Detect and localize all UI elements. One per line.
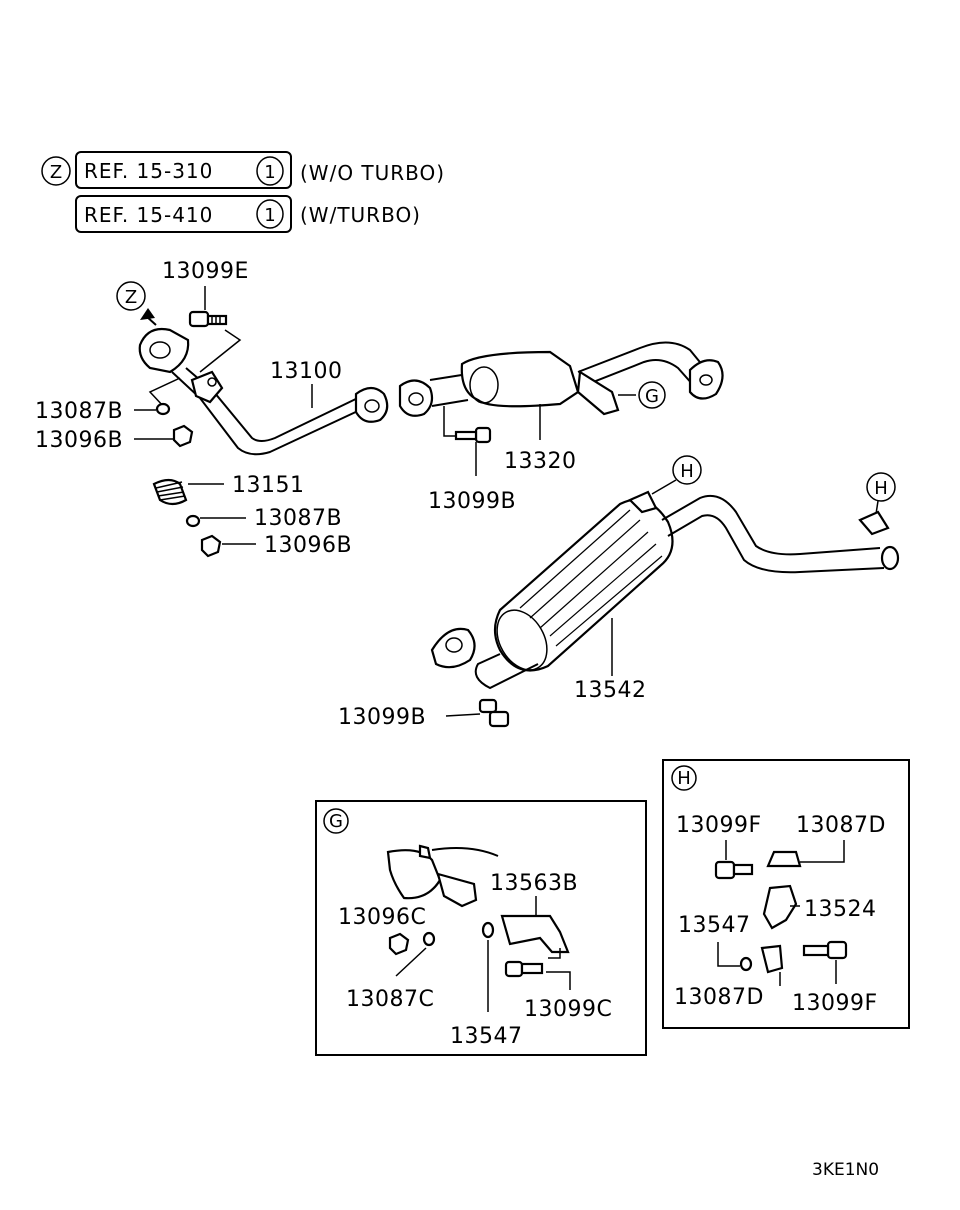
- pipe-body-lower: [185, 367, 363, 442]
- nut-13096B-icon: [172, 424, 194, 448]
- ref-index-2: 1: [264, 205, 275, 226]
- washer-13087B-icon: [155, 402, 171, 416]
- bolt-13099F-1-icon: [714, 860, 754, 880]
- washer-13087B-2-icon: [185, 514, 201, 528]
- ref-index-circle-1: [256, 156, 284, 186]
- h-marker-1: H: [680, 461, 694, 482]
- nut-13096C-icon: [388, 932, 410, 956]
- label-13542: 13542: [574, 678, 647, 703]
- detail-g-pipe: [386, 849, 442, 900]
- pipe-flange: [138, 327, 190, 374]
- label-13524: 13524: [804, 897, 877, 922]
- pipe-body-upper: [171, 371, 361, 456]
- label-13100: 13100: [270, 359, 343, 384]
- label-13547-g: 13547: [450, 1024, 523, 1049]
- ref-box-2: [75, 195, 292, 233]
- ref-box-1: [75, 151, 292, 189]
- label-13087D-1: 13087D: [796, 813, 886, 838]
- bracket-13087D-icon: [766, 850, 802, 868]
- bolt-13099C-icon: [504, 960, 544, 978]
- h-marker-1-circle: [672, 455, 702, 485]
- front-pipe-13100: Z 13100 13099E 13087B 13096B: [35, 259, 389, 558]
- nut-13096B-2-icon: [200, 534, 222, 558]
- ref-marker-z: Z: [50, 162, 62, 183]
- label-13320: 13320: [504, 449, 577, 474]
- arrow-icon: [140, 308, 155, 320]
- ref-label-2: REF. 15-410: [84, 203, 213, 227]
- bolt-13099B-2-icon: [478, 698, 510, 728]
- label-13151: 13151: [232, 473, 305, 498]
- h-marker-2-circle: [866, 472, 896, 502]
- z-marker: Z: [125, 287, 137, 308]
- label-13099C: 13099C: [524, 997, 612, 1022]
- label-13096B-1: 13096B: [35, 428, 123, 453]
- ref-marker-circle: [41, 156, 71, 186]
- muffler-body: [493, 498, 674, 672]
- label-13099F-1: 13099F: [676, 813, 762, 838]
- figure-code: 3KE1N0: [812, 1160, 879, 1180]
- g-marker-circle: [638, 381, 666, 409]
- ref-note-2: (W/TURBO): [300, 203, 421, 227]
- label-13099B-1: 13099B: [428, 489, 516, 514]
- ref-label-1: REF. 15-310: [84, 159, 213, 183]
- catalytic-converter: [460, 350, 580, 408]
- label-13087C: 13087C: [346, 987, 434, 1012]
- label-13563B: 13563B: [490, 871, 578, 896]
- label-13096B-2: 13096B: [264, 533, 352, 558]
- ref-index-1: 1: [264, 162, 275, 183]
- label-13099F-2: 13099F: [792, 991, 878, 1016]
- z-marker-circle: [116, 281, 146, 311]
- pipe-rear-flange: [354, 386, 389, 423]
- detail-g-box: G 13563B 13096C 13087C 13099C 13547: [315, 800, 647, 1056]
- spring-13151-icon: [152, 478, 188, 506]
- detail-h-box: H 13099F 13087D 13524 13547 13087D 13099…: [662, 759, 910, 1029]
- bolt-13099B-icon: [454, 426, 492, 444]
- g-marker: G: [645, 386, 659, 407]
- label-13087B-2: 13087B: [254, 506, 342, 531]
- label-13099B-2: 13099B: [338, 705, 426, 730]
- detail-g-marker: G: [329, 811, 343, 832]
- ref-note-1: (W/O TURBO): [300, 161, 445, 185]
- hanger-13563B-icon: [500, 914, 570, 954]
- label-13087B-1: 13087B: [35, 399, 123, 424]
- h-marker-2: H: [874, 478, 888, 499]
- label-13099E: 13099E: [162, 259, 249, 284]
- reference-header: Z REF. 15-310 1 (W/O TURBO) REF. 15-410 …: [41, 151, 445, 233]
- ref-index-circle-2: [256, 199, 284, 229]
- center-pipe-13320: G 13320 13099B: [398, 341, 724, 514]
- bolt-13099E-icon: [188, 310, 228, 328]
- bolt-13099F-2-icon: [802, 940, 848, 960]
- label-13087D-2: 13087D: [674, 985, 764, 1010]
- detail-h-marker: H: [677, 768, 691, 789]
- label-13096C: 13096C: [338, 905, 426, 930]
- label-13547-h: 13547: [678, 913, 751, 938]
- bracket-13524-icon: [762, 884, 798, 930]
- muffler-13542: H H 13542 13099B: [338, 455, 900, 730]
